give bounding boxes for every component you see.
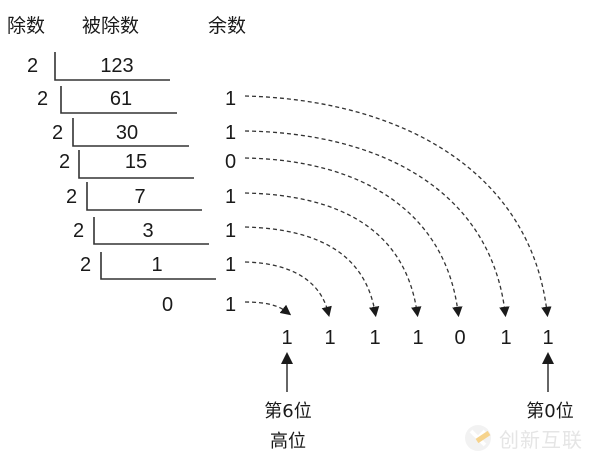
divisor-row-5: 2: [66, 186, 78, 208]
high-bit-label: 第6位: [264, 401, 312, 422]
remainder-row-8: 1: [225, 294, 237, 316]
divisor-row-3: 2: [52, 122, 64, 144]
remainder-row-6: 1: [225, 220, 237, 242]
header-remainder: 余数: [208, 15, 247, 37]
watermark: 创新互联: [463, 423, 583, 453]
remainder-row-3: 1: [225, 122, 237, 144]
bit-0: 1: [542, 327, 554, 349]
divisor-row-2: 2: [37, 88, 49, 110]
remainder-row-4: 0: [225, 151, 237, 173]
watermark-text: 创新互联: [499, 427, 583, 452]
divisor-row-4: 2: [59, 151, 71, 173]
division-brackets: [54, 52, 216, 280]
remainder-row-2: 1: [225, 88, 237, 110]
bit-1: 1: [500, 327, 512, 349]
bit-6: 1: [281, 327, 293, 349]
divisor-row-7: 2: [80, 254, 92, 276]
remainder-row-5: 1: [225, 186, 237, 208]
bit-pointer-arrows: [281, 352, 554, 392]
quotient-final: 0: [162, 294, 174, 316]
high-bit-sublabel: 高位: [270, 431, 306, 452]
dividend-row-5: 7: [134, 186, 146, 208]
bit-3: 1: [412, 327, 424, 349]
dividend-row-4: 15: [124, 151, 148, 173]
remainder-arrows: [244, 95, 552, 318]
watermark-logo-icon: [465, 425, 491, 451]
header-divisor: 除数: [7, 15, 46, 37]
bit-2: 0: [454, 327, 466, 349]
divisor-row-6: 2: [73, 220, 85, 242]
divisor-row-1: 2: [27, 55, 39, 77]
header-dividend: 被除数: [82, 15, 140, 37]
low-bit-label: 第0位: [526, 401, 574, 422]
dividend-row-7: 1: [151, 254, 163, 276]
bit-5: 1: [324, 327, 336, 349]
remainder-row-7: 1: [225, 254, 237, 276]
bit-4: 1: [369, 327, 381, 349]
dividend-row-6: 3: [142, 220, 154, 242]
dividend-row-3: 30: [115, 122, 139, 144]
dividend-row-1: 123: [100, 55, 134, 77]
dividend-row-2: 61: [109, 88, 133, 110]
